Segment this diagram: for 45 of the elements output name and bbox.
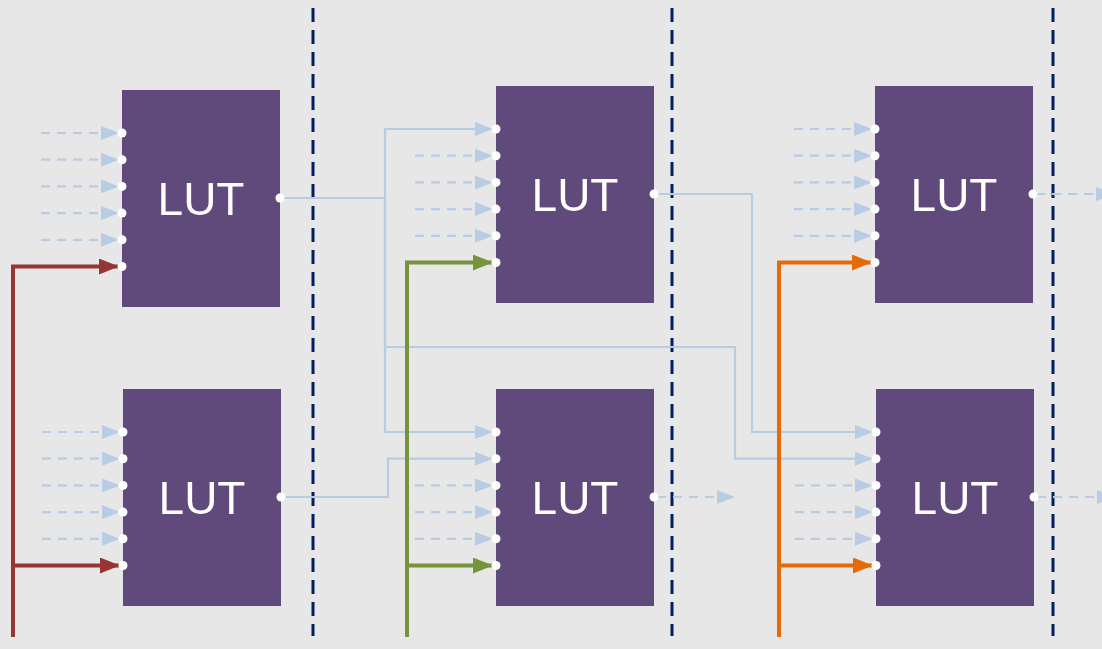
arrow [42,425,120,439]
lut-block [875,86,1033,303]
arrow [415,478,493,493]
arrow [415,531,493,546]
arrow [794,175,872,190]
block-label: LUT [911,474,999,521]
arrow [795,505,873,520]
arrow [11,557,120,637]
block-label: LUT [531,474,619,521]
arrow [794,228,872,243]
arrow [42,531,120,546]
arrow [415,505,493,520]
arrow [405,557,493,637]
lut-block [496,389,654,606]
block-label: LUT [910,171,998,218]
arrow [42,478,120,493]
arrow [415,202,493,217]
lut-block [123,389,281,606]
arrow [42,451,120,466]
arrow [1036,187,1102,201]
arrow [777,557,873,637]
lut-block [122,90,280,307]
arrow [41,179,119,194]
arrow [794,202,872,217]
arrow [794,122,872,136]
arrow [415,148,493,163]
arrow [42,505,120,520]
arrow [415,228,493,243]
arrow [41,206,119,221]
arrow [41,152,119,167]
lut-block [496,86,654,303]
arrow [794,148,872,163]
arrow [1037,490,1102,504]
block-label: LUT [157,175,245,222]
arrow [41,126,119,140]
arrow [284,451,493,499]
arrow [795,478,873,493]
block-label: LUT [531,171,619,218]
arrow [41,232,119,247]
arrow [795,531,873,546]
arrow [657,192,873,439]
arrow [415,175,493,190]
block-label: LUT [158,474,246,521]
arrow [657,490,735,504]
lut-block [876,389,1034,606]
